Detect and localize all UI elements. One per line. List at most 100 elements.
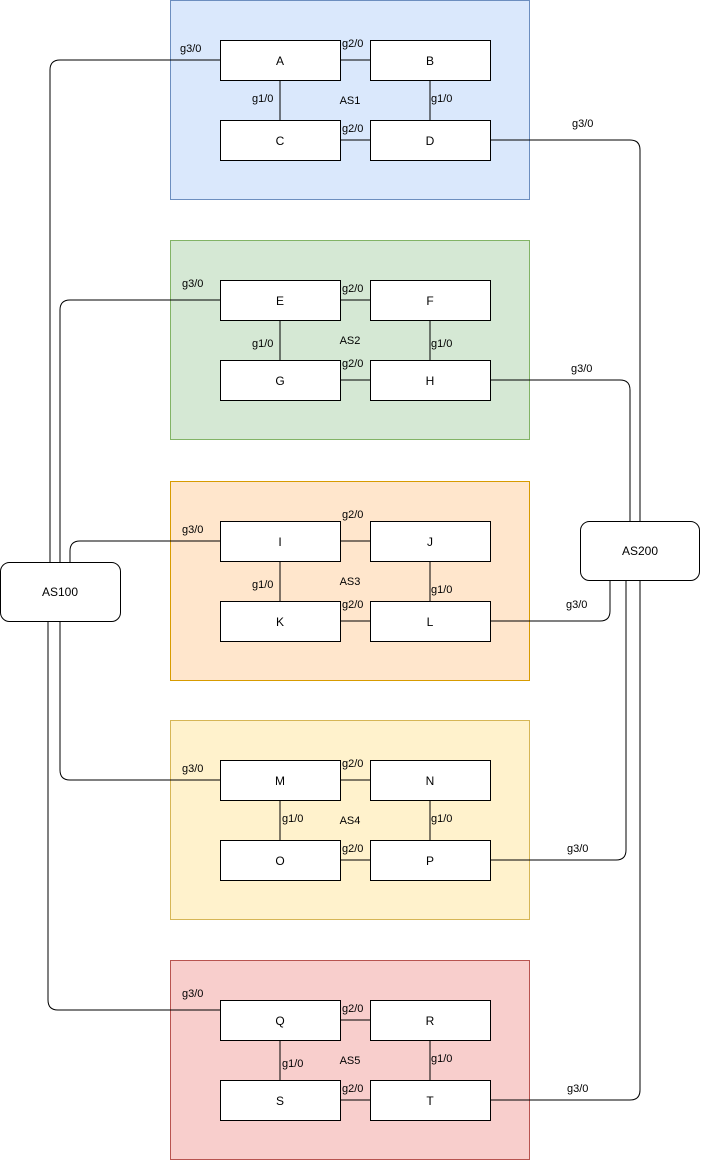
router-b[interactable]: B — [370, 40, 491, 81]
zone-as2 — [170, 240, 530, 440]
router-n[interactable]: N — [370, 760, 491, 801]
link-i-as100 — [69, 540, 220, 562]
link-q-as100 — [47, 621, 220, 1011]
zone-label-as2: AS2 — [340, 335, 361, 347]
router-e[interactable]: E — [220, 280, 341, 321]
zone-label-as4: AS4 — [340, 815, 361, 827]
interface-label-g3: g3/0 — [182, 763, 203, 775]
router-label: F — [426, 294, 433, 308]
router-s[interactable]: S — [220, 1080, 341, 1121]
zones — [170, 0, 530, 1160]
router-label: G — [275, 374, 284, 388]
interface-label-g1: g1/0 — [431, 813, 452, 825]
router-o[interactable]: O — [220, 840, 341, 881]
router-label: J — [427, 535, 433, 549]
router-label: O — [275, 854, 284, 868]
interface-label-g3: g3/0 — [182, 988, 203, 1000]
link-l-as200 — [490, 581, 611, 622]
router-label: K — [276, 615, 284, 629]
interface-label-g2: g2/0 — [342, 283, 363, 295]
router-label: N — [426, 774, 435, 788]
interface-label-g1: g1/0 — [431, 584, 452, 596]
interface-label-g1: g1/0 — [431, 93, 452, 105]
link-m-as100 — [59, 621, 220, 781]
router-d[interactable]: D — [370, 120, 491, 161]
interface-label-g2: g2/0 — [342, 509, 363, 521]
interface-label-g3: g3/0 — [567, 1083, 588, 1095]
router-r[interactable]: R — [370, 1000, 491, 1041]
router-p[interactable]: P — [370, 840, 491, 881]
interface-label-g3: g3/0 — [566, 599, 587, 611]
interface-label-g1: g1/0 — [282, 813, 303, 825]
link-t-as200 — [490, 581, 641, 1101]
external-as: AS100 AS200 — [0, 521, 700, 622]
interface-label-g2: g2/0 — [342, 38, 363, 50]
interface-labels: g3/0 g2/0 g1/0 g1/0 g2/0 g3/0 g3/0 g2/0 … — [180, 38, 593, 1095]
router-label: R — [426, 1014, 435, 1028]
interface-label-g3: g3/0 — [180, 43, 201, 55]
router-label: M — [275, 774, 285, 788]
router-label: D — [426, 134, 435, 148]
zone-label-as3: AS3 — [340, 576, 361, 588]
router-label: L — [427, 615, 434, 629]
router-label: H — [426, 374, 435, 388]
router-label: P — [426, 854, 434, 868]
router-i[interactable]: I — [220, 521, 341, 562]
interface-label-g3: g3/0 — [182, 278, 203, 290]
router-a[interactable]: A — [220, 40, 341, 81]
router-q[interactable]: Q — [220, 1000, 341, 1041]
routers: A B C D E F G H I J K L M N O P Q R S T — [220, 40, 491, 1121]
interface-label-g1: g1/0 — [431, 338, 452, 350]
link-p-as200 — [490, 581, 627, 861]
zone-as5 — [170, 960, 530, 1160]
external-as-label: AS200 — [622, 544, 658, 558]
interface-label-g2: g2/0 — [342, 358, 363, 370]
router-label: S — [276, 1094, 284, 1108]
interface-label-g3: g3/0 — [572, 118, 593, 130]
interface-label-g1: g1/0 — [252, 579, 273, 591]
link-h-as200 — [490, 379, 631, 521]
router-k[interactable]: K — [220, 601, 341, 642]
interface-label-g2: g2/0 — [342, 123, 363, 135]
zone-label-as1: AS1 — [340, 95, 361, 107]
interface-label-g1: g1/0 — [252, 338, 273, 350]
external-as200[interactable]: AS200 — [580, 521, 700, 581]
links — [47, 59, 641, 1101]
router-label: A — [276, 54, 284, 68]
interface-label-g2: g2/0 — [342, 599, 363, 611]
router-label: T — [426, 1094, 434, 1108]
external-as-label: AS100 — [42, 585, 78, 599]
router-label: I — [278, 535, 281, 549]
interface-label-g2: g2/0 — [342, 758, 363, 770]
zone-as1 — [170, 0, 530, 200]
router-h[interactable]: H — [370, 360, 491, 401]
interface-label-g3: g3/0 — [571, 363, 592, 375]
router-c[interactable]: C — [220, 120, 341, 161]
zone-labels: AS1 AS2 AS3 AS4 AS5 — [340, 95, 361, 1067]
router-label: E — [276, 294, 284, 308]
link-e-as100 — [59, 299, 220, 562]
link-a-as100 — [49, 59, 220, 562]
interface-label-g3: g3/0 — [567, 843, 588, 855]
zone-as4 — [170, 720, 530, 920]
router-g[interactable]: G — [220, 360, 341, 401]
zone-label-as5: AS5 — [340, 1055, 361, 1067]
external-as100[interactable]: AS100 — [0, 562, 121, 622]
interface-label-g1: g1/0 — [252, 93, 273, 105]
router-label: C — [276, 134, 285, 148]
router-label: B — [426, 54, 434, 68]
router-f[interactable]: F — [370, 280, 491, 321]
router-m[interactable]: M — [220, 760, 341, 801]
interface-label-g2: g2/0 — [342, 1083, 363, 1095]
link-d-as200 — [490, 139, 641, 521]
interface-label-g1: g1/0 — [282, 1058, 303, 1070]
interface-label-g2: g2/0 — [342, 1003, 363, 1015]
router-l[interactable]: L — [370, 601, 491, 642]
router-label: Q — [275, 1014, 284, 1028]
router-t[interactable]: T — [370, 1080, 491, 1121]
zone-as3 — [170, 481, 530, 681]
interface-label-g2: g2/0 — [342, 843, 363, 855]
interface-label-g1: g1/0 — [431, 1053, 452, 1065]
router-j[interactable]: J — [370, 521, 491, 562]
